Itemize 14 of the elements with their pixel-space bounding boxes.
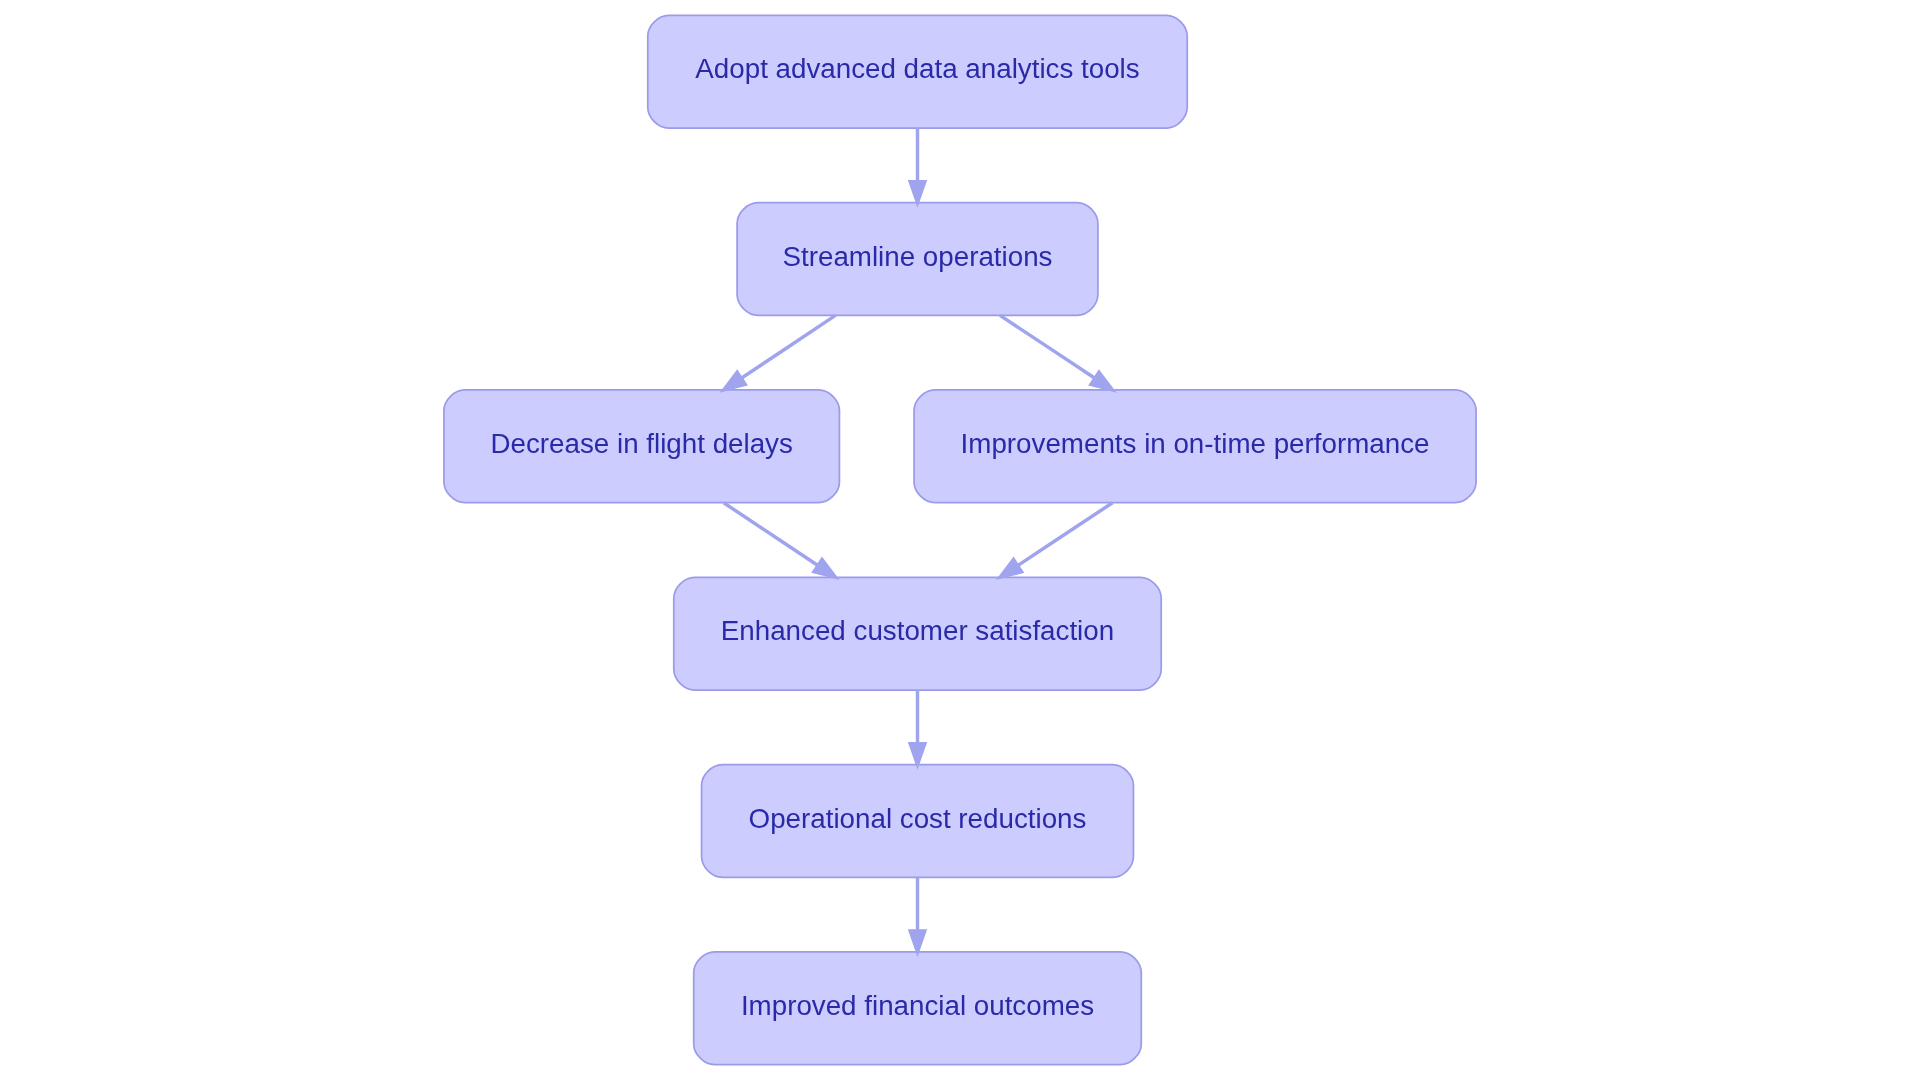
arrow — [719, 313, 837, 393]
node-box: Operational cost reductions — [700, 763, 1135, 879]
node-box: Enhanced customer satisfaction — [672, 576, 1163, 691]
arrow — [999, 313, 1117, 393]
arrow — [722, 501, 840, 581]
arrow — [907, 128, 928, 208]
node-box: Improvements in on-time performance — [913, 389, 1477, 504]
arrow — [995, 501, 1114, 581]
arrow — [907, 690, 928, 770]
node-box: Streamline operations — [736, 201, 1099, 317]
node-box: Adopt advanced data analytics tools — [646, 14, 1189, 129]
arrow — [907, 877, 928, 958]
node-box: Improved financial outcomes — [692, 951, 1143, 1066]
node-box: Decrease in flight delays — [443, 389, 841, 504]
